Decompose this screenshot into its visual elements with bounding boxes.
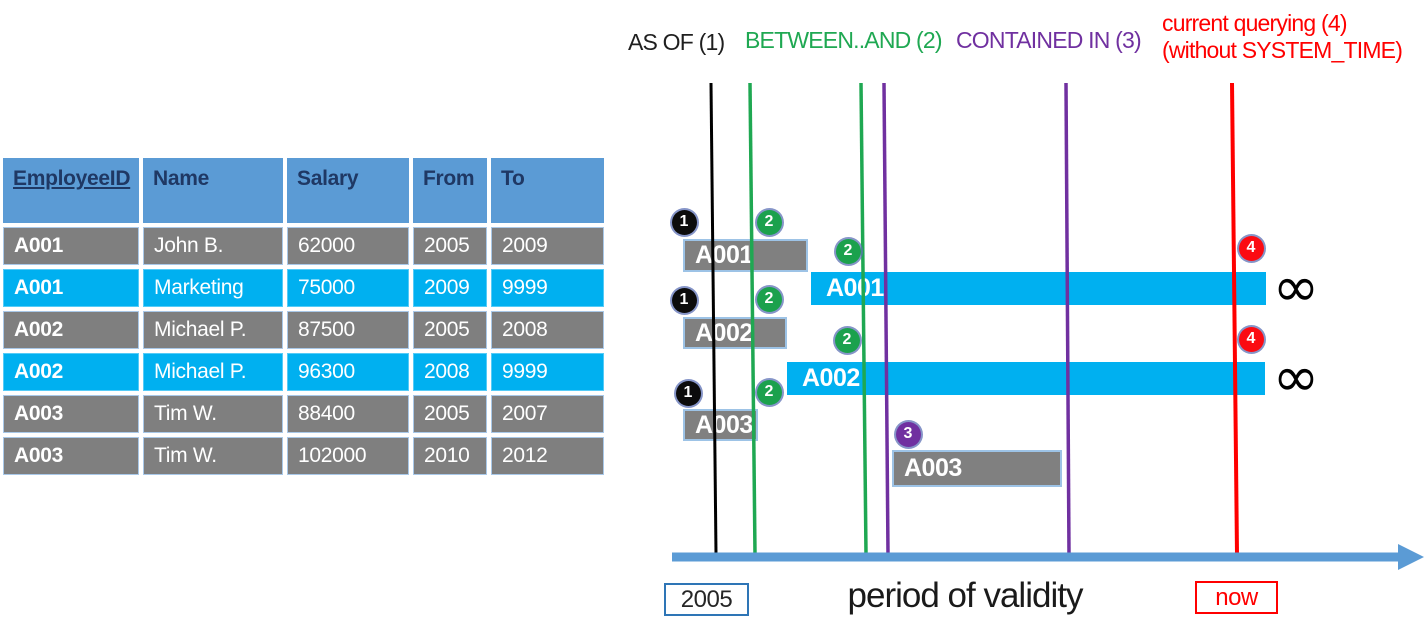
legend-between-and: BETWEEN..AND (2): [745, 27, 943, 53]
table-cell: 2005: [413, 395, 487, 433]
table-cell: 75000: [287, 269, 409, 307]
table-cell: 2007: [491, 395, 604, 433]
query-badge-1: 1: [671, 209, 697, 235]
badge-number: 1: [679, 291, 689, 308]
table-cell: 88400: [287, 395, 409, 433]
table-cell: A002: [3, 311, 139, 349]
now-box: now: [1195, 581, 1278, 614]
table-cell: 2010: [413, 437, 487, 475]
table-cell: 2008: [491, 311, 604, 349]
bar-a002-current: A002: [787, 362, 1265, 395]
query-badge-3: 3: [895, 421, 921, 447]
axis-title: period of validity: [847, 576, 1084, 615]
badge-number: 2: [764, 290, 774, 307]
column-header-label: From: [423, 167, 475, 190]
table-cell: Tim W.: [143, 437, 283, 475]
badge-number: 2: [764, 383, 774, 400]
table-cell: Tim W.: [143, 395, 283, 433]
bar-label: A002: [802, 364, 860, 392]
legend-current-querying-line1: current querying (4): [1162, 10, 1348, 36]
query-badge-4: 4: [1238, 326, 1264, 352]
table-cell: 2008: [413, 353, 487, 391]
column-header-from: From: [413, 158, 487, 223]
timeline-arrowhead-icon: [1398, 544, 1424, 570]
query-badge-2: 2: [756, 379, 782, 405]
table-cell: Michael P.: [143, 353, 283, 391]
column-header-label: To: [501, 167, 525, 190]
table-cell: A002: [3, 353, 139, 391]
table-cell: 9999: [491, 353, 604, 391]
table-cell: 2005: [413, 311, 487, 349]
legend-current-querying-line2: (without SYSTEM_TIME): [1162, 37, 1403, 63]
query-badge-2: 2: [756, 209, 782, 235]
query-badge-1: 1: [671, 287, 697, 313]
query-badge-4: 4: [1238, 235, 1264, 261]
bar-label: A003: [695, 410, 753, 439]
legend-current-querying: current querying (4) (without SYSTEM_TIM…: [1162, 10, 1403, 64]
column-header-to: To: [491, 158, 604, 223]
column-header-employeeid: EmployeeID: [3, 158, 139, 223]
now-line: [1230, 82, 1239, 555]
table-cell: A003: [3, 437, 139, 475]
column-header-label: Name: [153, 167, 209, 190]
badge-number: 3: [903, 425, 913, 442]
between-end-line: [859, 82, 868, 555]
bar-a003-history: A003: [892, 450, 1062, 487]
bar-label: A001: [695, 241, 753, 269]
badge-number: 1: [683, 384, 693, 401]
legend-as-of: AS OF (1): [628, 29, 725, 55]
column-header-label: EmployeeID: [13, 167, 131, 190]
bar-a001-current: A001: [811, 272, 1266, 305]
table-cell: 2009: [491, 227, 604, 265]
table-cell: 2005: [413, 227, 487, 265]
table-cell: 96300: [287, 353, 409, 391]
table-cell: A001: [3, 269, 139, 307]
query-badge-2: 2: [834, 327, 860, 353]
column-header-label: Salary: [297, 167, 359, 190]
now-label: now: [1215, 583, 1258, 611]
table-cell: A001: [3, 227, 139, 265]
bar-label: A002: [695, 318, 753, 347]
table-cell: 9999: [491, 269, 604, 307]
table-cell: 62000: [287, 227, 409, 265]
query-badge-2: 2: [756, 286, 782, 312]
table-cell: 2009: [413, 269, 487, 307]
contained-start-line: [882, 82, 890, 555]
badge-number: 2: [764, 213, 774, 230]
table-cell: Michael P.: [143, 311, 283, 349]
column-header-salary: Salary: [287, 158, 409, 223]
table-cell: 87500: [287, 311, 409, 349]
infinity-symbol: ∞: [1272, 345, 1320, 410]
start-year-box: 2005: [664, 583, 749, 616]
query-badge-1: 1: [675, 380, 701, 406]
table-cell: 102000: [287, 437, 409, 475]
contained-end-line: [1064, 82, 1071, 555]
column-header-name: Name: [143, 158, 283, 223]
start-year-label: 2005: [680, 585, 733, 613]
badge-number: 4: [1246, 239, 1256, 256]
bar-label: A003: [904, 454, 962, 482]
table-cell: 2012: [491, 437, 604, 475]
bar-a003-history: A003: [683, 409, 758, 441]
query-badge-2: 2: [835, 238, 861, 264]
badge-number: 4: [1246, 330, 1256, 347]
bar-a002-history: A002: [683, 317, 787, 349]
table-cell: A003: [3, 395, 139, 433]
table-cell: Marketing: [143, 269, 283, 307]
badge-number: 1: [679, 213, 689, 230]
badge-number: 2: [842, 331, 852, 348]
bar-a001-history: A001: [683, 239, 808, 272]
legend-contained-in: CONTAINED IN (3): [956, 27, 1142, 53]
bar-label: A001: [826, 274, 884, 302]
infinity-symbol: ∞: [1272, 255, 1320, 320]
badge-number: 2: [843, 242, 853, 259]
table-cell: John B.: [143, 227, 283, 265]
